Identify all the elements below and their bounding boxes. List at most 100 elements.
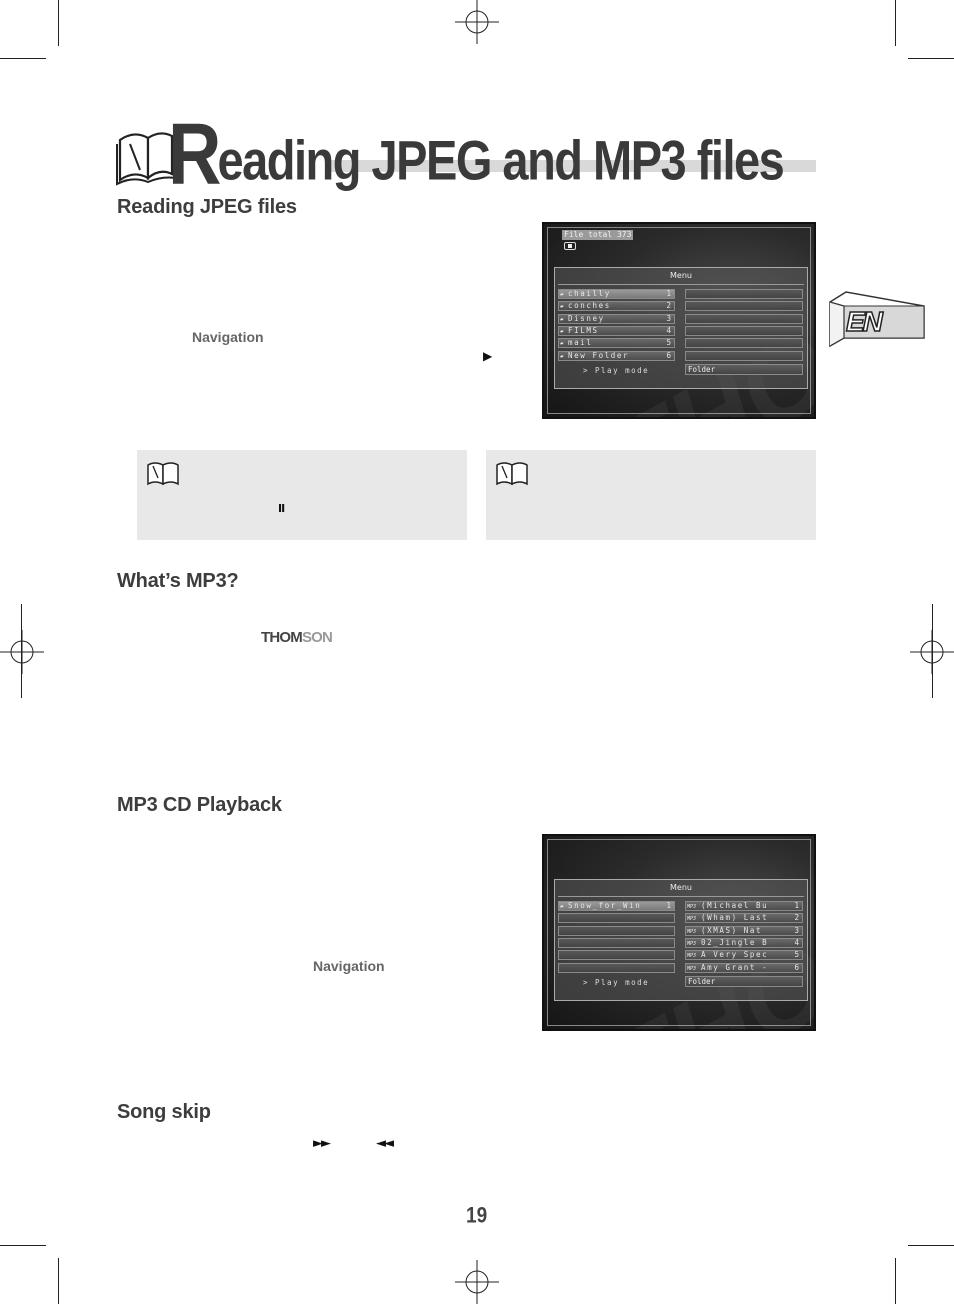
stop-icon — [564, 242, 576, 250]
file-total: File total 373 — [562, 230, 634, 240]
navigation-label: Navigation — [192, 329, 264, 345]
folder-icon: ▰ — [560, 340, 564, 348]
folder-name: FILMS — [568, 325, 599, 335]
empty-row — [685, 350, 803, 361]
language-tab-label: EN — [845, 305, 883, 338]
item-number: 4 — [794, 937, 799, 947]
empty-row — [558, 950, 675, 961]
folder-row[interactable]: ▰ mail 5 — [558, 338, 675, 349]
folder-mode-box[interactable]: Folder — [685, 364, 803, 375]
mp3-file-icon: MP3 — [687, 928, 697, 935]
title-initial: R — [168, 105, 221, 204]
item-number: 2 — [666, 301, 671, 311]
screen-frame — [547, 839, 811, 1026]
tv-screen-jpeg: THOMSON File total 373 Menu ▰chailly1▰co… — [542, 222, 816, 419]
folder-mode-box[interactable]: Folder — [685, 976, 803, 987]
menu-divider — [558, 896, 804, 897]
note-book-icon — [147, 462, 179, 486]
language-tab — [829, 291, 925, 348]
page-title: Reading JPEG and MP3 files — [168, 104, 785, 204]
folder-row[interactable]: ▰ chailly 1 — [558, 289, 675, 299]
folder-name: Disney — [568, 313, 605, 323]
mp3-file-icon: MP3 — [687, 916, 697, 923]
track-row[interactable]: MP3 (Wham) Last 2 — [685, 913, 803, 924]
navigation-label: Navigation — [313, 958, 385, 974]
note-book-icon — [496, 462, 528, 486]
track-name: A Very Spec — [701, 950, 769, 960]
empty-row — [558, 962, 675, 973]
menu-title: Menu — [670, 271, 692, 280]
play-arrow-icon: ▶ — [483, 349, 493, 363]
item-number: 2 — [794, 913, 799, 923]
screen-frame — [547, 227, 811, 414]
crop-mark — [0, 1245, 46, 1246]
item-number: 4 — [666, 325, 671, 335]
mp3-file-icon: MP3 — [687, 965, 697, 972]
folder-name: Snow_for_Win — [568, 901, 642, 910]
pause-icon: II — [278, 502, 285, 515]
folder-row[interactable]: ▰ FILMS 4 — [558, 325, 675, 336]
menu-panel: Menu ▰ chailly 1 ▰ conches 2 ▰ Disney 3 ▰ FILMS 4 ▰ m… — [554, 267, 808, 389]
play-mode-option[interactable]: > Play mode — [583, 978, 650, 987]
crop-mark — [21, 604, 22, 698]
section-heading-jpeg: Reading JPEG files — [117, 196, 297, 218]
fast-forward-icon: ►► — [313, 1136, 331, 1151]
folder-row[interactable]: ▰ Disney 3 — [558, 313, 675, 324]
crop-mark — [58, 1258, 59, 1304]
empty-row — [685, 313, 803, 324]
note-box: II — [137, 450, 467, 540]
item-number: 6 — [794, 962, 799, 972]
crop-mark — [0, 58, 46, 59]
section-heading-playback: MP3 CD Playback — [117, 794, 282, 816]
track-name: 02_Jingle B — [701, 937, 769, 947]
empty-row — [558, 937, 675, 948]
title-rest: eading JPEG and MP3 files — [217, 128, 784, 192]
crop-mark — [908, 1245, 954, 1246]
page-number: 19 — [466, 1204, 488, 1229]
empty-row — [558, 913, 675, 924]
folder-name: New Folder — [568, 350, 630, 360]
registration-mark — [455, 0, 499, 44]
item-number: 3 — [666, 313, 671, 323]
item-number: 1 — [794, 901, 799, 910]
note-box — [486, 450, 816, 540]
item-number: 1 — [666, 289, 671, 298]
empty-row — [685, 338, 803, 349]
item-number: 1 — [666, 901, 671, 910]
folder-name: conches — [568, 301, 611, 311]
registration-mark — [0, 630, 44, 674]
folder-name: chailly — [568, 289, 611, 298]
registration-mark — [455, 1260, 499, 1304]
folder-name: mail — [568, 338, 593, 348]
crop-mark — [895, 1258, 896, 1304]
folder-icon: ▰ — [560, 315, 564, 323]
rewind-icon: ◄◄ — [376, 1136, 394, 1151]
folder-row[interactable]: ▰ Snow_for_Win 1 — [558, 901, 675, 911]
crop-mark — [932, 604, 933, 698]
track-name: (XMAS) Nat — [701, 925, 763, 935]
folder-icon: ▰ — [560, 291, 564, 298]
empty-row — [685, 301, 803, 312]
crop-mark — [908, 58, 954, 59]
folder-icon: ▰ — [560, 327, 564, 335]
folder-icon: ▰ — [560, 903, 564, 910]
brand-faded: SON — [301, 629, 333, 646]
folder-icon: ▰ — [560, 352, 564, 360]
open-book-icon — [116, 132, 176, 186]
play-mode-option[interactable]: > Play mode — [583, 366, 650, 375]
menu-title: Menu — [670, 883, 692, 892]
track-name: (Wham) Last — [701, 913, 769, 923]
empty-row — [685, 325, 803, 336]
item-number: 5 — [666, 338, 671, 348]
mp3-file-icon: MP3 — [687, 904, 697, 910]
title-underline-bar — [330, 160, 816, 172]
